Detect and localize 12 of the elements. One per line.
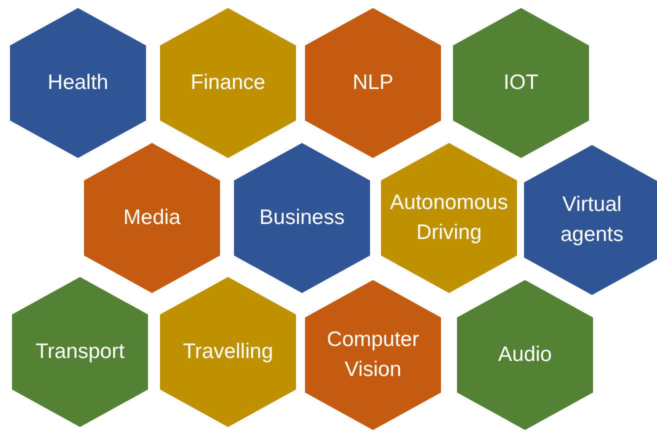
tile-label: Audio <box>498 342 552 368</box>
tile-label: Health <box>48 70 108 96</box>
tile-label: Business <box>259 205 345 231</box>
tile-label: Virtual agents <box>559 192 625 248</box>
tile-label: Media <box>123 205 181 231</box>
tile-label: IOT <box>504 70 538 96</box>
tile-label: Finance <box>190 70 266 96</box>
tile-label: Autonomous Driving <box>390 190 508 246</box>
tile-label: Transport <box>35 339 125 365</box>
tile-label: Computer Vision <box>326 327 420 383</box>
tile-label: Travelling <box>182 339 274 365</box>
tile-label: NLP <box>352 70 394 96</box>
